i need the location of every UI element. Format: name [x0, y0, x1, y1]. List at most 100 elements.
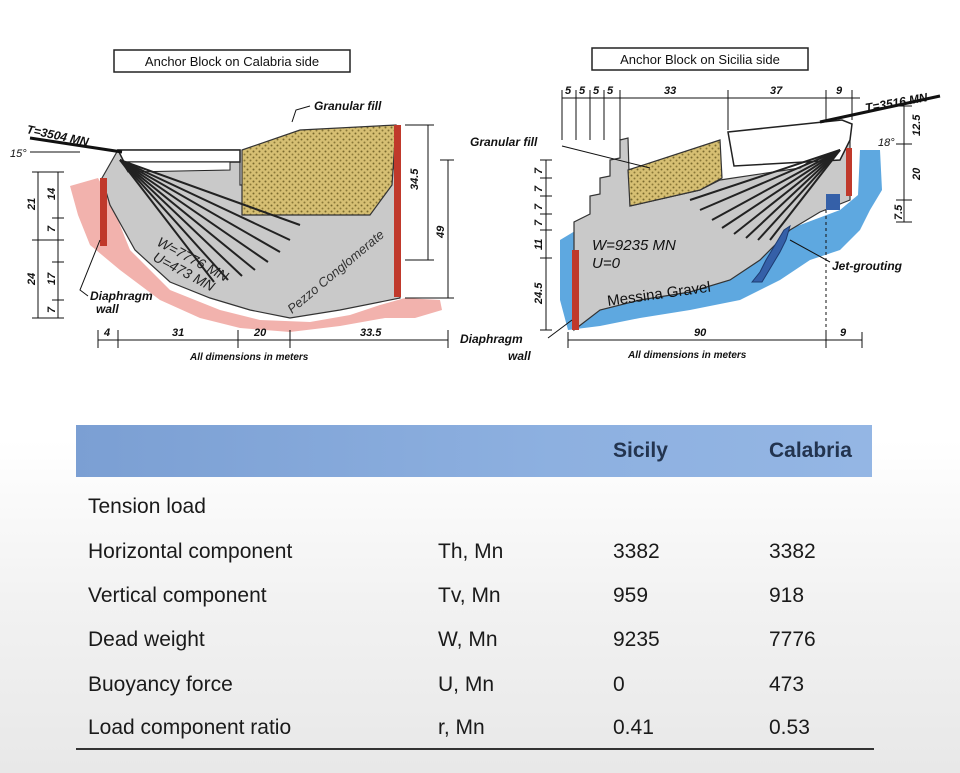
sicilia-wall-label-2: wall: [508, 349, 531, 363]
sicilia-right-dim-1: 20: [911, 167, 923, 181]
calabria-left-dim-3: 24: [26, 273, 38, 286]
sicilia-left-dim-3: 7: [533, 219, 545, 226]
sicilia-right-dimensions: [896, 105, 912, 223]
calabria-bottom-dimensions: [97, 330, 449, 348]
sicilia-left-dimensions: [540, 159, 552, 331]
calabria-diagram: Anchor Block on Calabria side T=3504 MN …: [10, 49, 454, 363]
sicilia-top-dim-3: 5: [607, 85, 614, 97]
sicilia-fill-label: Granular fill: [470, 135, 538, 149]
sicilia-title-box: [591, 47, 809, 71]
row-symbol: U, Mn: [438, 673, 495, 696]
header-sicily: Sicily: [613, 439, 668, 462]
calabria-left-dim-4: 17: [46, 272, 58, 285]
calabria-bottom-dim-2: 20: [253, 327, 267, 339]
calabria-left-dim-2: 7: [46, 225, 58, 232]
calabria-angle-label: 15°: [10, 148, 27, 160]
calabria-right-dim-1: 49: [435, 225, 447, 239]
load-table: Sicily Calabria Tension load Horizontal …: [76, 425, 876, 755]
row-name: Vertical component: [88, 584, 267, 607]
row-symbol: W, Mn: [438, 628, 498, 651]
table-row: Horizontal component Th, Mn 3382 3382: [76, 540, 876, 580]
calabria-bottom-dim-1: 31: [172, 327, 184, 339]
sicilia-left-dim-4: 11: [533, 239, 545, 250]
row-name: Horizontal component: [88, 540, 293, 563]
calabria-tension-label: T=3504 MN: [25, 122, 90, 149]
row-calabria-value: 918: [769, 584, 805, 607]
calabria-right-wall: [394, 125, 401, 297]
row-calabria-value: 7776: [769, 628, 816, 651]
row-sicily-value: 3382: [613, 540, 660, 563]
sicilia-weight-label: W=9235 MN: [592, 237, 676, 254]
sicilia-grout-label: Jet-grouting: [832, 259, 903, 273]
calabria-left-dim-1: 14: [46, 188, 58, 200]
table-bottom-rule: [76, 748, 874, 750]
sicilia-top-dim-1: 5: [579, 85, 586, 97]
calabria-main-cable: [29, 136, 123, 154]
calabria-fill-label: Granular fill: [314, 99, 382, 113]
sicilia-top-dimensions: [561, 90, 860, 140]
row-symbol: Th, Mn: [438, 540, 504, 563]
sicilia-jet-grouting: [750, 224, 791, 283]
calabria-wall-label-2: wall: [96, 302, 119, 316]
table-row: Dead weight W, Mn 9235 7776: [76, 628, 876, 668]
table-row: Buoyancy force U, Mn 0 473: [76, 673, 876, 713]
calabria-title: Anchor Block on Calabria side: [145, 54, 319, 69]
sicilia-right-dim-2: 7.5: [893, 204, 905, 220]
sicilia-uplift-label: U=0: [592, 255, 621, 272]
sicilia-title: Anchor Block on Sicilia side: [620, 52, 780, 67]
calabria-cable-fan: [119, 159, 301, 283]
table-row: Load component ratio r, Mn 0.41 0.53: [76, 716, 876, 756]
row-symbol: r, Mn: [438, 716, 485, 739]
calabria-right-dimensions: [405, 124, 454, 299]
row-name: Dead weight: [88, 628, 205, 651]
anchor-blocks-diagram: Anchor Block on Calabria side T=3504 MN …: [10, 47, 941, 363]
sicilia-left-dim-2: 7: [533, 203, 545, 210]
row-sicily-value: 9235: [613, 628, 660, 651]
sicilia-granular-fill: [627, 139, 723, 207]
sicilia-angle-label: 18°: [878, 137, 895, 149]
row-sicily-value: 0: [613, 673, 625, 696]
calabria-left-dimensions: [32, 171, 64, 319]
table-row: Vertical component Tv, Mn 959 918: [76, 584, 876, 624]
calabria-diaphragm-wall: [100, 178, 107, 246]
sicilia-top-dim-4: 33: [664, 85, 676, 97]
row-calabria-value: 0.53: [769, 716, 810, 739]
sicilia-left-dim-0: 7: [533, 167, 545, 174]
sicilia-bottom-dimensions: [567, 210, 863, 348]
table-header: Sicily Calabria: [76, 425, 872, 477]
calabria-right-dim-0: 34.5: [409, 168, 421, 190]
sicilia-bottom-dim-1: 9: [840, 327, 847, 339]
calabria-left-dim-0: 21: [26, 198, 38, 211]
sicilia-top-dim-6: 9: [836, 85, 843, 97]
row-calabria-value: 473: [769, 673, 805, 696]
calabria-title-box: [113, 49, 351, 73]
section-title-row: Tension load: [76, 495, 876, 535]
row-symbol: Tv, Mn: [438, 584, 501, 607]
sicilia-wall-label-1: Diaphragm: [460, 332, 523, 346]
sicilia-bottom-dim-0: 90: [694, 327, 707, 339]
sicilia-right-wall: [846, 148, 852, 196]
section-title: Tension load: [88, 495, 206, 518]
sicilia-cable-fan: [689, 149, 841, 241]
sicilia-left-dim-5: 24.5: [533, 282, 545, 305]
row-name: Buoyancy force: [88, 673, 233, 696]
sicilia-top-dim-5: 37: [770, 85, 783, 97]
row-name: Load component ratio: [88, 716, 292, 739]
sicilia-diagram: Anchor Block on Sicilia side T=3516 MN 1…: [460, 47, 941, 363]
calabria-dimension-note: All dimensions in meters: [189, 352, 309, 363]
sicilia-anchor-chamber: [727, 119, 853, 167]
calabria-conglomerate-soil: [70, 178, 442, 332]
row-sicily-value: 959: [613, 584, 649, 607]
calabria-bottom-dim-3: 33.5: [360, 327, 382, 339]
calabria-wall-label-1: Diaphragm: [90, 289, 153, 303]
calabria-granular-fill: [241, 124, 397, 216]
sicilia-tension-label: T=3516 MN: [864, 90, 929, 115]
row-sicily-value: 0.41: [613, 716, 654, 739]
header-calabria: Calabria: [769, 439, 852, 462]
calabria-anchor-chamber: [116, 149, 241, 163]
sicilia-main-cable: [819, 94, 941, 124]
sicilia-dimension-note: All dimensions in meters: [627, 350, 747, 361]
sicilia-right-dim-0: 12.5: [911, 114, 923, 136]
sicilia-diaphragm-wall: [572, 250, 579, 330]
sicilia-top-dim-0: 5: [565, 85, 572, 97]
